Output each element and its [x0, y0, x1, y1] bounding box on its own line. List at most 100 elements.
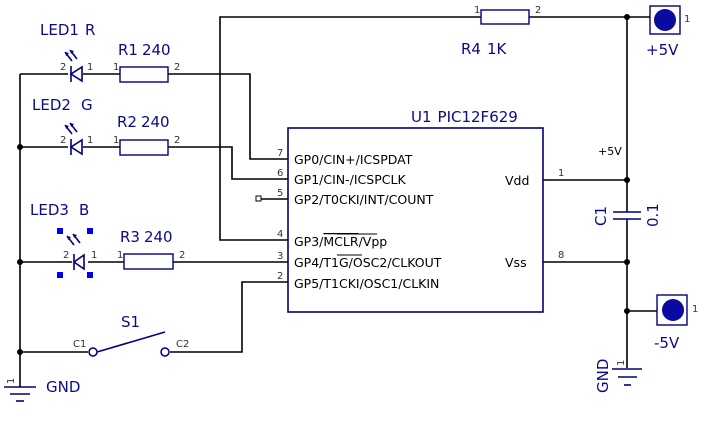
- wire-gp5[interactable]: [170, 281, 288, 353]
- pin-number: 1: [113, 135, 119, 146]
- selection-handle[interactable]: [57, 228, 63, 234]
- led-diode-icon: [66, 233, 85, 271]
- pin-number: 1: [474, 5, 480, 16]
- resistor-icon: [119, 66, 169, 83]
- gnd-left[interactable]: 1 GND: [4, 377, 80, 402]
- connector-pin-icon: [662, 299, 684, 321]
- resistor-icon: [480, 9, 530, 25]
- s1-label: S1: [121, 313, 140, 331]
- led-diode-icon: [64, 49, 83, 83]
- wires: [19, 16, 674, 377]
- pin-number: 6: [277, 168, 283, 179]
- pin-name-gp5: GP5/T1CKI/OSC1/CLKIN: [294, 276, 439, 291]
- no-connect-marker: [255, 195, 262, 202]
- pin-number: 2: [535, 5, 541, 16]
- pin-number: 1: [87, 135, 93, 146]
- gnd-label: GND: [46, 378, 80, 396]
- ground-icon: [4, 386, 36, 402]
- pin-number: 1: [117, 250, 123, 261]
- pin-number: 1: [684, 14, 690, 25]
- gnd-right[interactable]: 1 GND: [594, 359, 642, 393]
- switch-contact: [88, 347, 98, 357]
- pin-number: C2: [176, 339, 189, 350]
- switch-contact: [160, 347, 170, 357]
- resistor-icon: [119, 139, 169, 156]
- pin-number: 1: [558, 168, 564, 179]
- pin-number: 2: [60, 62, 66, 73]
- pin-name-vss: Vss: [505, 255, 527, 270]
- connector-neg5v[interactable]: 1 -5V: [654, 294, 698, 352]
- selection-handle[interactable]: [87, 272, 93, 278]
- selection-handle[interactable]: [87, 228, 93, 234]
- pin-name-gp2: GP2/T0CKI/INT/COUNT: [294, 192, 434, 207]
- junction-dot: [17, 144, 23, 150]
- pin-number: 2: [174, 135, 180, 146]
- pin-number: 3: [277, 251, 283, 262]
- c1-value: 0.1: [644, 203, 662, 227]
- junction-dot: [624, 259, 630, 265]
- connector-pos5v[interactable]: 1 +5V: [646, 5, 690, 59]
- wire-gp0[interactable]: [168, 73, 288, 160]
- pin-number: 2: [63, 250, 69, 261]
- pin-number: 2: [60, 135, 66, 146]
- pin-name-vdd: Vdd: [505, 173, 529, 188]
- net-label-vdd: +5V: [598, 145, 622, 158]
- pin-number: 5: [277, 188, 283, 199]
- pin-number: 1: [91, 250, 97, 261]
- pin-name-gp0: GP0/CIN+/ICSPDAT: [294, 152, 413, 167]
- junctions: [17, 14, 630, 355]
- ic-body: [287, 127, 544, 313]
- junction-dot: [17, 259, 23, 265]
- selection-handle[interactable]: [57, 272, 63, 278]
- pin-name-gp3: GP3/MCLR/Vpp: [294, 234, 387, 249]
- junction-dot: [624, 14, 630, 20]
- pin-number: 2: [174, 62, 180, 73]
- ground-icon: [612, 368, 642, 386]
- pin-number: 2: [277, 271, 283, 282]
- s1-switch[interactable]: S1 C1 C2: [73, 313, 189, 357]
- pin-number: 4: [277, 229, 283, 240]
- pin-number: 1: [6, 378, 17, 384]
- connector-label: -5V: [654, 334, 680, 352]
- pin-name-gp4: GP4/T1G/OSC2/CLKOUT: [294, 255, 442, 270]
- switch-lever-icon: [96, 331, 166, 353]
- pin-name-gp1: GP1/CIN-/ICSPCLK: [294, 172, 406, 187]
- c1-label: C1: [592, 206, 610, 226]
- selection-handles[interactable]: [57, 228, 93, 278]
- pin-number: C1: [73, 339, 86, 350]
- gnd-label: GND: [594, 359, 612, 393]
- pin-number: 8: [558, 250, 564, 261]
- resistor-icon: [123, 253, 174, 270]
- pin-number: 7: [277, 148, 283, 159]
- pin-number: 1: [113, 62, 119, 73]
- wire-gp3[interactable]: [219, 16, 481, 241]
- pin-number: 1: [692, 304, 698, 315]
- junction-dot: [624, 308, 630, 314]
- c1[interactable]: C1 0.1: [592, 203, 662, 227]
- connector-label: +5V: [646, 41, 679, 59]
- pin-number: 1: [616, 360, 627, 366]
- connector-pin-icon: [654, 9, 676, 31]
- junction-dot: [17, 349, 23, 355]
- pin-number: 1: [87, 62, 93, 73]
- led-diode-icon: [64, 122, 83, 156]
- wire-gp1[interactable]: [168, 146, 288, 180]
- junction-dot: [624, 177, 630, 183]
